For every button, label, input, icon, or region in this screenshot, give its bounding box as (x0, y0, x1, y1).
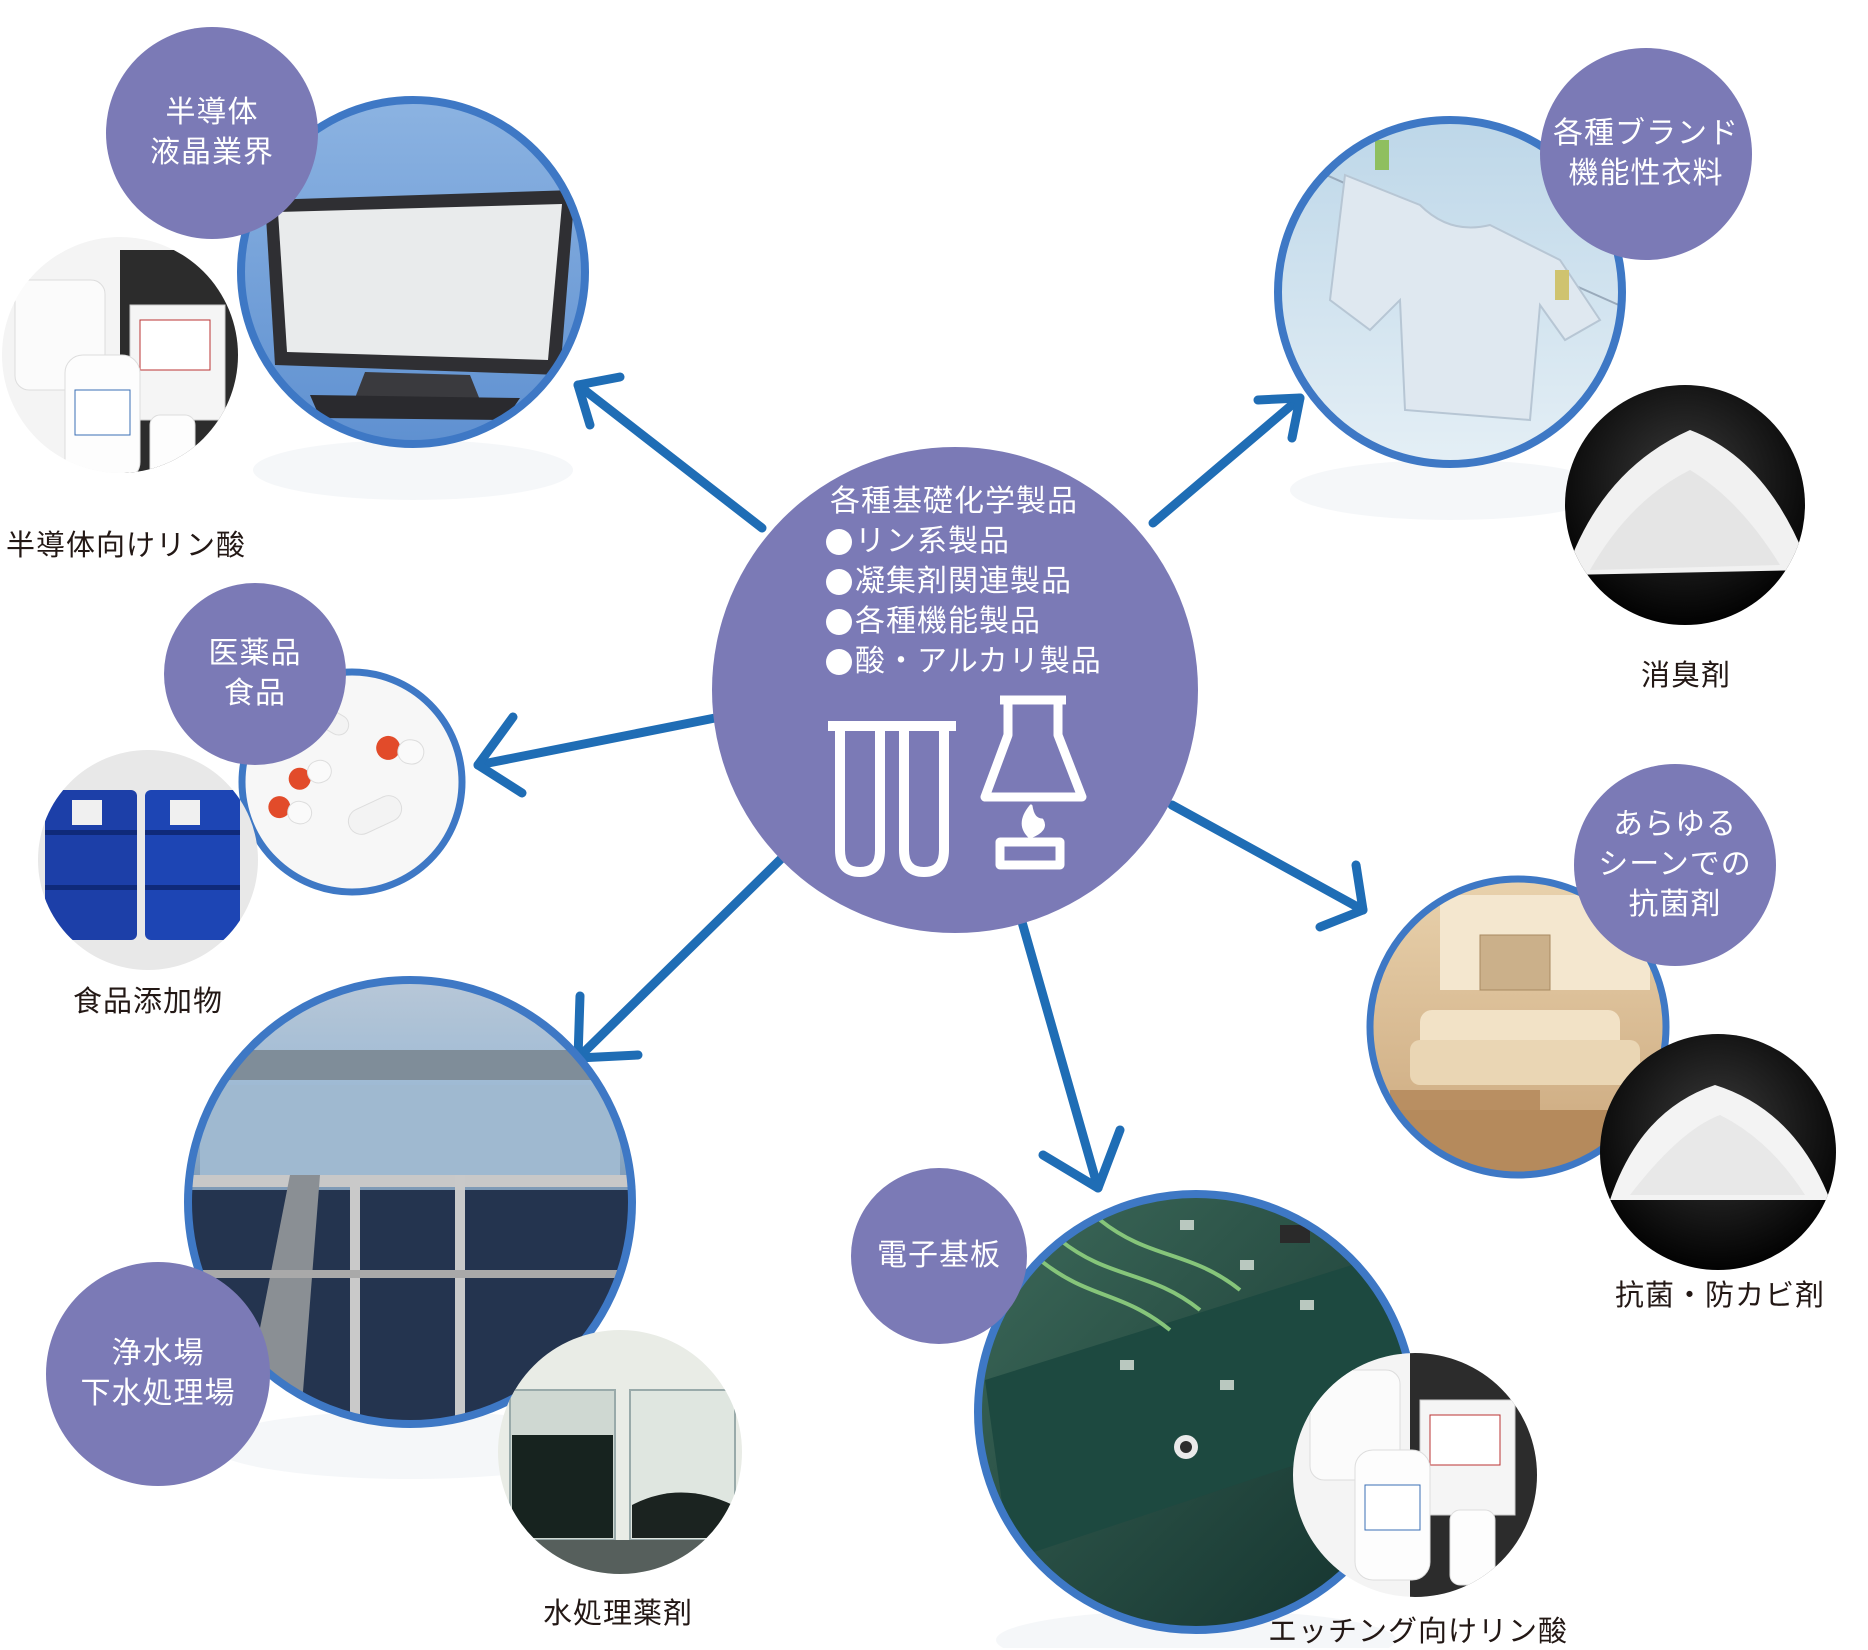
product-label-pcb: エッチング向けリン酸 (1268, 1608, 1568, 1650)
arrow-to-semiconductor (578, 377, 762, 528)
product-label-water: 水処理薬剤 (543, 1590, 693, 1632)
sector-bubble-antibacterial: あらゆる シーンでの 抗菌剤 (1574, 764, 1776, 966)
bullet-dot (826, 529, 852, 555)
arrow-to-antibacterial (1172, 805, 1363, 927)
sector-bubble-medical: 医薬品 食品 (164, 583, 346, 765)
hub-item: 各種機能製品 (826, 602, 1102, 642)
sector-bubble-clothing: 各種ブランド 機能性衣料 (1540, 48, 1752, 260)
bullet-dot (826, 649, 852, 675)
product-label-semiconductor: 半導体向けリン酸 (6, 522, 246, 564)
sector-bubble-water: 浄水場 下水処理場 (46, 1262, 270, 1486)
product-label-medical: 食品添加物 (73, 978, 223, 1020)
hub-item: 酸・アルカリ製品 (826, 642, 1102, 682)
arrow-to-water (578, 855, 785, 1058)
product-label-antibacterial: 抗菌・防カビ剤 (1615, 1272, 1825, 1314)
hub-item: リン系製品 (826, 522, 1102, 562)
product-label-clothing: 消臭剤 (1641, 652, 1731, 694)
clothing-product-image (1560, 380, 1810, 630)
medical-product-image (38, 750, 258, 970)
arrow-to-medical (478, 717, 715, 793)
hub-title: 各種基礎化学製品 (826, 482, 1102, 522)
bullet-dot (826, 609, 852, 635)
sector-bubble-pcb: 電子基板 (851, 1168, 1027, 1344)
bullet-dot (826, 569, 852, 595)
arrow-to-clothing (1153, 398, 1300, 523)
hub-item: 凝集剤関連製品 (826, 562, 1102, 602)
hub-text: 各種基礎化学製品 リン系製品 凝集剤関連製品 各種機能製品 酸・アルカリ製品 (826, 482, 1102, 682)
sector-bubble-semiconductor: 半導体 液晶業界 (106, 27, 318, 239)
arrow-to-pcb (1020, 915, 1120, 1188)
semiconductor-product-image (0, 235, 240, 490)
